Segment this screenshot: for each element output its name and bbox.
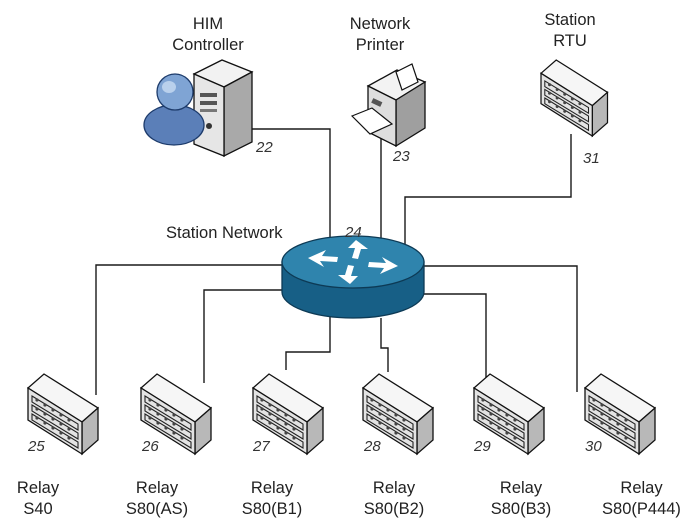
relay-label-28: Relay S80(B2): [349, 478, 439, 520]
wire-relay-25: [95, 264, 283, 395]
network-number: 24: [345, 224, 362, 241]
user-icon: [143, 73, 205, 146]
wire-rtu: [404, 134, 572, 246]
relay-label-29-line1: Relay: [499, 479, 543, 497]
relay-label-29-line2: S80(B3): [490, 500, 552, 518]
rtu-label: Station RTU: [525, 10, 615, 52]
rtu-label-line1: Station: [544, 11, 596, 29]
controller-number: 22: [256, 139, 273, 156]
relay-label-25-line2: S40: [23, 500, 53, 518]
relay-label-27-line1: Relay: [250, 479, 294, 497]
relay-number-29: 29: [474, 438, 491, 455]
relay-label-27: Relay S80(B1): [227, 478, 317, 520]
relay-number-26: 26: [142, 438, 159, 455]
wire-controller: [247, 128, 331, 248]
relay-label-25-line1: Relay: [16, 479, 60, 497]
printer-label-line2: Printer: [355, 36, 405, 54]
relay-label-29: Relay S80(B3): [476, 478, 566, 520]
rtu-label-line2: RTU: [553, 32, 587, 50]
controller-label: HIM Controller: [148, 14, 268, 56]
relay-label-27-line2: S80(B1): [241, 500, 303, 518]
relay-label-30-line2: S80(P444): [602, 500, 681, 518]
server-tower-icon: [192, 59, 254, 158]
wire-relay-26: [203, 289, 292, 383]
relay-number-30: 30: [585, 438, 602, 455]
printer-icon: [350, 63, 427, 148]
him-controller-icon: [143, 59, 254, 158]
rtu-number: 31: [583, 150, 600, 167]
wire-relay-28: [380, 318, 389, 372]
relay-label-26: Relay S80(AS): [112, 478, 202, 520]
relay-label-30: Relay S80(P444): [594, 478, 689, 520]
controller-label-line1: HIM: [192, 15, 224, 33]
printer-number: 23: [393, 148, 410, 165]
wire-relay-27: [285, 316, 331, 370]
relay-label-30-line1: Relay: [620, 479, 663, 497]
relay-label-26-line2: S80(AS): [125, 500, 189, 518]
rtu-device-icon: [540, 59, 609, 137]
network-label: Station Network: [166, 224, 283, 242]
controller-label-line2: Controller: [172, 36, 244, 54]
relay-number-28: 28: [364, 438, 381, 455]
relay-label-28-line2: S80(B2): [363, 500, 425, 518]
relay-label-25: Relay S40: [0, 478, 76, 520]
relay-label-28-line1: Relay: [372, 479, 416, 497]
relay-label-26-line1: Relay: [135, 479, 179, 497]
connection-lines: [95, 128, 578, 395]
relay-number-25: 25: [28, 438, 45, 455]
printer-label: Network Printer: [325, 14, 435, 56]
relay-number-27: 27: [253, 438, 270, 455]
router-icon: [281, 235, 425, 319]
wire-relay-29: [411, 293, 487, 386]
wire-relay-30: [422, 265, 578, 392]
printer-label-line1: Network: [349, 15, 411, 33]
